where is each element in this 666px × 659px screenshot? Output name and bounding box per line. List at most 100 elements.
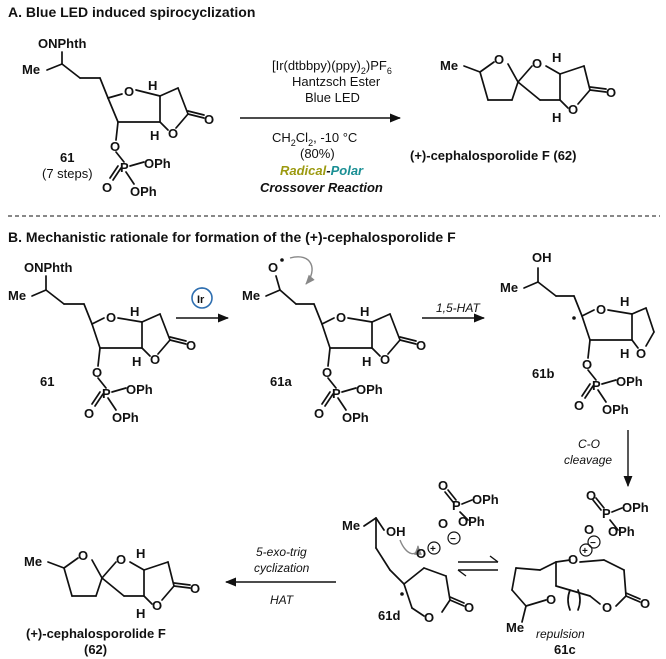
svg-text:H: H (130, 304, 139, 319)
svg-text:H: H (552, 50, 561, 65)
compound-61-steps: (7 steps) (42, 166, 93, 181)
yield-text: (80%) (300, 146, 335, 161)
svg-text:OPh: OPh (126, 382, 153, 397)
blue-led-text: Blue LED (305, 90, 360, 105)
svg-text:O: O (636, 346, 646, 361)
svg-text:H: H (552, 110, 561, 125)
crossover-label: Crossover Reaction (260, 180, 383, 195)
svg-text:OH: OH (386, 524, 406, 539)
product-62-name: (+)-cephalosporolide F (62) (410, 148, 577, 163)
step-cyclization-line1: 5-exo-trig (256, 545, 307, 559)
svg-text:OPh: OPh (608, 524, 635, 539)
label-61a: 61a (270, 374, 292, 389)
svg-text:OPh: OPh (472, 492, 499, 507)
svg-text:O: O (640, 596, 650, 611)
svg-text:H: H (620, 294, 629, 309)
svg-text:O: O (586, 488, 596, 503)
section-a-title: A. Blue LED induced spirocyclization (8, 4, 255, 20)
svg-text:O: O (106, 310, 116, 325)
svg-text:OPh: OPh (144, 156, 171, 171)
svg-text:O: O (582, 357, 592, 372)
radical-polar-label: Radical-Polar (280, 163, 364, 178)
svg-text:+: + (430, 544, 436, 555)
svg-text:H: H (360, 304, 369, 319)
svg-text:Me: Me (24, 554, 42, 569)
svg-text:Me: Me (242, 288, 260, 303)
svg-text:O: O (532, 56, 542, 71)
svg-text:O: O (84, 406, 94, 421)
svg-text:Me: Me (506, 620, 524, 635)
svg-text:O: O (322, 365, 332, 380)
svg-text:O: O (584, 522, 594, 537)
svg-text:O: O (416, 338, 426, 353)
svg-text:O: O (574, 398, 584, 413)
svg-text:OPh: OPh (130, 184, 157, 199)
svg-text:H: H (362, 354, 371, 369)
svg-text:P: P (102, 386, 111, 401)
step-cyclization-line2: cyclization (254, 561, 310, 575)
svg-text:O: O (124, 84, 134, 99)
solvent-text: CH2Cl2, -10 °C (272, 130, 357, 148)
step-1-5-hat: 1,5-HAT (436, 301, 481, 315)
svg-text:Me: Me (440, 58, 458, 73)
hantzsch-ester-text: Hantzsch Ester (292, 74, 381, 89)
svg-text:Ir: Ir (197, 294, 205, 306)
svg-text:−: − (450, 534, 456, 545)
svg-text:O: O (602, 600, 612, 615)
svg-text:O: O (78, 548, 88, 563)
svg-text:P: P (592, 378, 601, 393)
svg-text:O: O (314, 406, 324, 421)
svg-text:O: O (186, 338, 196, 353)
repulsion-label: repulsion (536, 627, 585, 641)
svg-text:O: O (568, 552, 578, 567)
svg-text:ONPhth: ONPhth (24, 260, 72, 275)
svg-text:O: O (464, 600, 474, 615)
svg-text:+: + (582, 546, 588, 557)
svg-text:O: O (416, 546, 426, 561)
svg-text:OPh: OPh (342, 410, 369, 425)
svg-text:H: H (620, 346, 629, 361)
svg-text:O: O (438, 516, 448, 531)
svg-text:OPh: OPh (622, 500, 649, 515)
svg-text:OH: OH (532, 250, 552, 265)
svg-text:O: O (568, 102, 578, 117)
svg-text:OPh: OPh (356, 382, 383, 397)
svg-text:O: O (92, 365, 102, 380)
step-co-line2: cleavage (564, 453, 612, 467)
me-label: Me (22, 62, 40, 77)
svg-text:O: O (168, 126, 178, 141)
svg-text:O: O (424, 610, 434, 625)
product-62-id-b: (62) (84, 642, 107, 657)
mech-61a-structure: O Me O H H O O O P O OPh OPh (242, 256, 426, 425)
svg-text:O: O (116, 552, 126, 567)
product-62-structure: Me O O H H O O (440, 50, 616, 125)
svg-text:OPh: OPh (112, 410, 139, 425)
svg-text:H: H (136, 546, 145, 561)
mech-61c-structure: O P OPh OPh O − O + O O O Me (506, 488, 650, 635)
step-hat: HAT (270, 593, 295, 607)
svg-text:O: O (152, 598, 162, 613)
mech-61b-structure: OH Me O H H O O P O OPh OPh (500, 250, 655, 417)
svg-text:P: P (602, 506, 611, 521)
svg-text:O: O (546, 592, 556, 607)
svg-text:O: O (150, 352, 160, 367)
svg-text:H: H (136, 606, 145, 621)
svg-text:O: O (438, 478, 448, 493)
svg-text:O: O (102, 180, 112, 195)
svg-text:OPh: OPh (458, 514, 485, 529)
compound-61-id: 61 (60, 150, 74, 165)
svg-text:O: O (110, 139, 120, 154)
svg-text:O: O (380, 352, 390, 367)
svg-text:P: P (452, 498, 461, 513)
label-61b: 61b (532, 366, 554, 381)
svg-text:−: − (590, 538, 596, 549)
svg-text:H: H (148, 78, 157, 93)
svg-text:O: O (204, 112, 214, 127)
svg-text:O: O (268, 260, 278, 275)
svg-text:O: O (494, 52, 504, 67)
product-62-name-b: (+)-cephalosporolide F (26, 626, 166, 641)
onphth-label: ONPhth (38, 36, 86, 51)
svg-text:Me: Me (8, 288, 26, 303)
svg-text:O: O (596, 302, 606, 317)
